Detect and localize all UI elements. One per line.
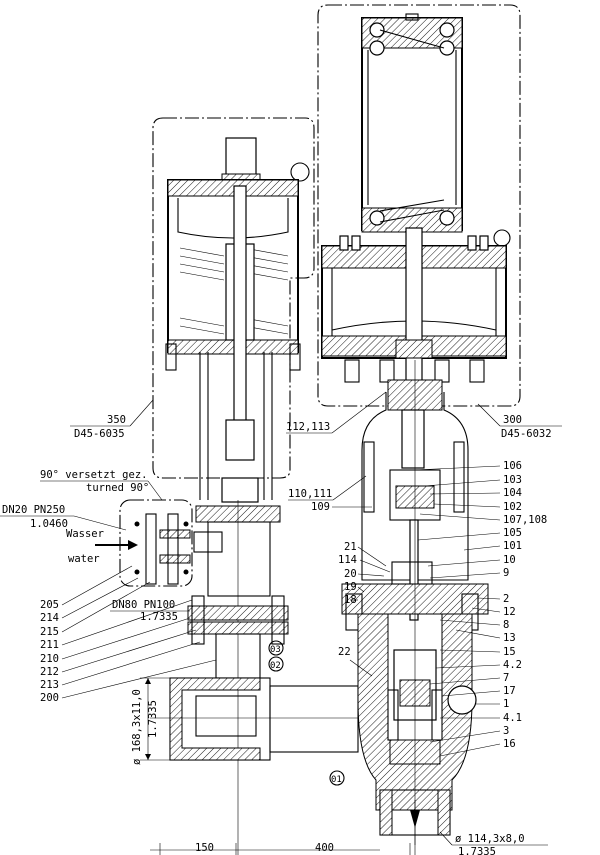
part-21: 21 [344, 541, 357, 553]
part-12: 12 [503, 606, 516, 618]
marker-01: 01 [331, 775, 342, 785]
callout-labels: 350 D45-6035 300 D45-6032 90° versetzt g… [0, 399, 562, 855]
part-102: 102 [503, 501, 522, 513]
label-water: water [68, 553, 100, 565]
part-200: 200 [40, 692, 59, 704]
right-actuator-boundary [317, 4, 521, 407]
part-8: 8 [503, 619, 509, 631]
part-15: 15 [503, 646, 516, 658]
circle-markers: 03 02 01 [268, 640, 345, 786]
label-dim-400: 400 [315, 842, 334, 854]
part-215: 215 [40, 626, 59, 638]
label-dn80: DN80 PN100 [112, 599, 175, 611]
part-7: 7 [503, 672, 509, 684]
part-3: 3 [503, 725, 509, 737]
label-350-doc: D45-6035 [74, 428, 125, 440]
left-valve-body [95, 500, 380, 855]
part-4-2: 4.2 [503, 659, 522, 671]
dimensions [140, 677, 411, 855]
part-212: 212 [40, 666, 59, 678]
label-rotation-en: turned 90° [86, 482, 149, 494]
part-2: 2 [503, 593, 509, 605]
part-114: 114 [338, 554, 357, 566]
left-part-numbers: 205 214 215 211 210 212 213 200 [40, 565, 217, 704]
part-214: 214 [40, 612, 59, 624]
part-20: 20 [344, 568, 357, 580]
label-dn20: DN20 PN250 [2, 504, 65, 516]
label-pipe-right-dim: ø 114,3x8,0 [455, 833, 525, 845]
part-10: 10 [503, 554, 516, 566]
label-dim-150: 150 [195, 842, 214, 854]
middle-part-numbers: 112,113 110,111 109 21 114 20 19 18 22 [286, 391, 391, 677]
part-16: 16 [503, 738, 516, 750]
part-9: 9 [503, 567, 509, 579]
label-wasser: Wasser [66, 528, 104, 540]
part-13: 13 [503, 632, 516, 644]
part-104: 104 [503, 487, 522, 499]
left-actuator-boundary [152, 117, 315, 479]
part-107-108: 107,108 [503, 514, 547, 526]
label-300: 300 [503, 414, 522, 426]
part-112-113: 112,113 [286, 421, 330, 433]
label-pipe-left-mat: 1.7335 [147, 700, 159, 738]
label-300-doc: D45-6032 [501, 428, 552, 440]
marker-03: 03 [270, 645, 281, 655]
right-part-numbers: 106 103 104 102 107,108 105 101 10 9 2 1… [413, 460, 547, 757]
left-actuator [165, 137, 310, 503]
part-4-1: 4.1 [503, 712, 522, 724]
label-dn20-material: 1.0460 [30, 518, 68, 530]
part-210: 210 [40, 653, 59, 665]
part-101: 101 [503, 540, 522, 552]
part-17: 17 [503, 685, 516, 697]
part-205: 205 [40, 599, 59, 611]
label-pipe-right-mat: 1.7335 [458, 846, 496, 855]
part-109: 109 [311, 501, 330, 513]
label-pipe-left-dim: ø 168,3x11,0 [131, 689, 143, 765]
label-rotation-de: 90° versetzt gez. [40, 469, 147, 481]
part-22: 22 [338, 646, 351, 658]
marker-02: 02 [270, 661, 281, 671]
part-103: 103 [503, 474, 522, 486]
label-350: 350 [107, 414, 126, 426]
part-213: 213 [40, 679, 59, 691]
part-19: 19 [344, 581, 357, 593]
part-1: 1 [503, 698, 509, 710]
part-106: 106 [503, 460, 522, 472]
dn20-flange-detail-boundary [119, 499, 193, 587]
right-actuator [321, 13, 511, 399]
part-105: 105 [503, 527, 522, 539]
right-valve-body [341, 360, 489, 855]
part-110-111: 110,111 [288, 488, 332, 500]
label-dn80-material: 1.7335 [140, 611, 178, 623]
part-211: 211 [40, 639, 59, 651]
